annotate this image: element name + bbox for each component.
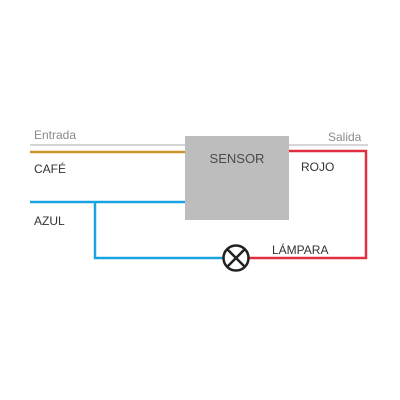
sensor-label: SENSOR <box>209 151 265 166</box>
blue-wire-to-lamp <box>93 202 223 260</box>
output-label: Salida <box>328 130 362 144</box>
red-wire-label: ROJO <box>301 160 335 174</box>
brown-wire-label: CAFÉ <box>34 162 67 176</box>
blue-wire-label: AZUL <box>34 214 65 228</box>
input-label: Entrada <box>34 128 77 142</box>
red-wire <box>249 149 368 260</box>
lamp-label: LÁMPARA <box>272 243 329 257</box>
lamp-icon <box>222 244 250 272</box>
sensor-box: SENSOR <box>185 136 289 220</box>
